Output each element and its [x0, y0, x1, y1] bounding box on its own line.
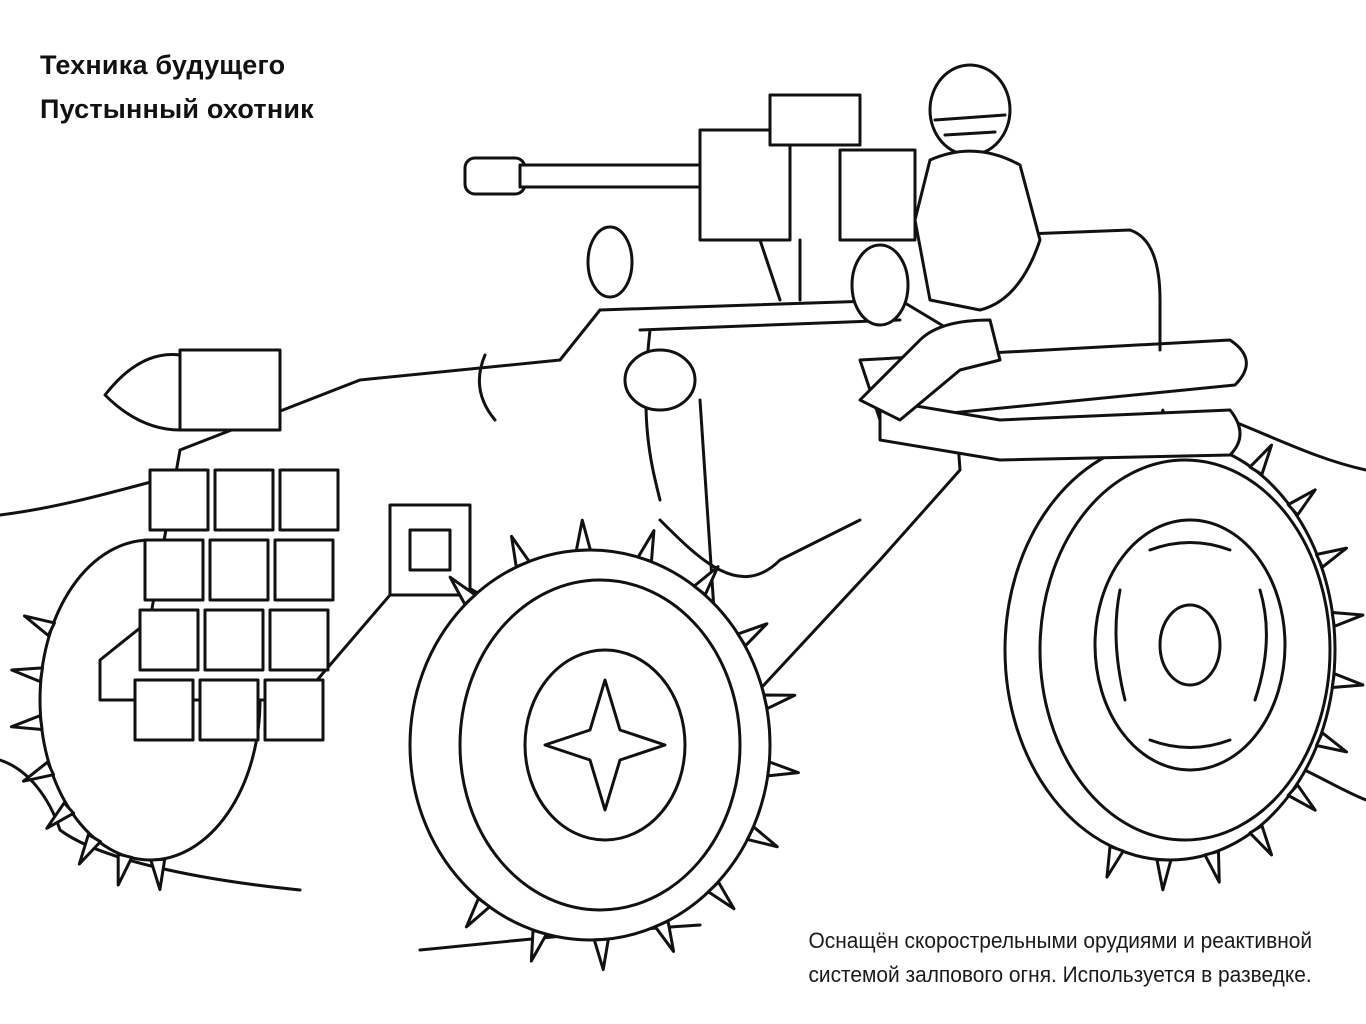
- page-subtitle: Пустынный охотник: [40, 94, 314, 124]
- front-wheel-spikes: [448, 518, 800, 972]
- spike: [766, 760, 800, 778]
- spike: [1248, 824, 1274, 857]
- spike: [77, 833, 103, 866]
- spike: [592, 937, 610, 972]
- spike: [636, 529, 656, 563]
- spike: [22, 614, 56, 637]
- armor-block: [138, 608, 200, 672]
- spike: [149, 857, 167, 892]
- spike: [1330, 610, 1365, 628]
- armor-block: [213, 468, 275, 532]
- left-wheel-spikes: [9, 614, 167, 892]
- spike: [1155, 858, 1173, 892]
- spike: [1286, 488, 1317, 517]
- armor-grille: [133, 468, 340, 742]
- armor-block: [148, 468, 210, 532]
- spike: [574, 518, 592, 552]
- spike: [745, 825, 779, 849]
- armor-block: [198, 678, 260, 742]
- armor-block: [278, 468, 340, 532]
- spike: [45, 801, 76, 830]
- soldier-figure: [623, 63, 1042, 422]
- turret-gun: [463, 93, 917, 327]
- spike: [692, 565, 720, 597]
- armor-block: [143, 538, 205, 602]
- caption-line-1: Оснащён скорострельными орудиями и реакт…: [808, 928, 1312, 953]
- spike: [510, 534, 531, 569]
- armor-block: [273, 538, 335, 602]
- spike: [1330, 672, 1365, 690]
- front-wheel: [408, 548, 772, 942]
- spike: [1248, 443, 1274, 476]
- spike: [653, 919, 676, 953]
- spike: [21, 760, 56, 783]
- caption-line-2: системой залпового огня. Используется в …: [808, 962, 1312, 987]
- page-title: Техника будущего: [40, 50, 286, 80]
- spike: [1105, 844, 1125, 879]
- rear-wheel: [1003, 438, 1337, 862]
- spike: [1314, 546, 1349, 569]
- armor-block: [263, 678, 325, 742]
- spike: [1286, 783, 1317, 812]
- spike: [736, 622, 769, 648]
- spike: [1203, 849, 1221, 884]
- spike: [448, 575, 477, 606]
- armor-block: [208, 538, 270, 602]
- spike: [10, 666, 44, 684]
- spike: [9, 714, 44, 732]
- spike: [706, 880, 736, 911]
- armor-block: [203, 608, 265, 672]
- spike: [116, 852, 134, 887]
- armor-block: [133, 678, 195, 742]
- rocket-launcher: [103, 348, 282, 432]
- spike: [464, 897, 492, 929]
- spike: [762, 693, 797, 711]
- spike: [529, 928, 548, 963]
- armor-block: [268, 608, 330, 672]
- spike: [1314, 731, 1349, 754]
